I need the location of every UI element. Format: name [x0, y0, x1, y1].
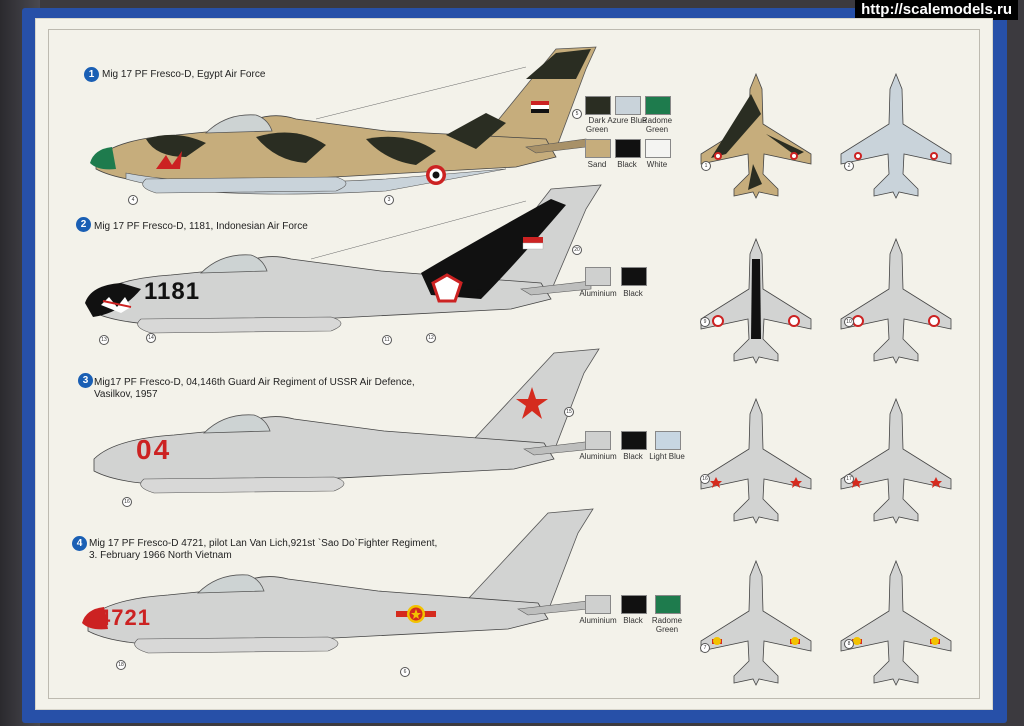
swatch-aluminium	[585, 267, 611, 286]
callout-marker: 13	[99, 335, 109, 345]
swatch-black	[621, 595, 647, 614]
swatch-label: Aluminium	[579, 452, 617, 461]
plan-views	[700, 73, 952, 686]
plan-bottom-indonesia	[840, 238, 952, 364]
swatch-black	[621, 267, 647, 286]
callout-marker: 20	[572, 245, 582, 255]
variant-1-title: Mig 17 PF Fresco-D, Egypt Air Force	[102, 69, 266, 80]
callout-marker: 18	[116, 660, 126, 670]
swatch-label: White	[646, 160, 668, 169]
swatch-black	[621, 431, 647, 450]
variant-4-number-badge: 4	[72, 536, 87, 551]
variant-2-side-number: 1181	[144, 278, 201, 305]
callout-marker: 14	[146, 333, 156, 343]
callout-marker: 16	[700, 474, 710, 484]
swatch-label: Black	[623, 616, 643, 625]
variant-2-title: Mig 17 PF Fresco-D, 1181, Indonesian Air…	[94, 221, 308, 232]
swatch-dark-green	[585, 96, 611, 115]
swatch-label: Black	[623, 452, 643, 461]
swatch-label: Black	[617, 160, 637, 169]
plan-top-ussr	[700, 398, 812, 524]
variant-4-side-number: 4721	[98, 605, 151, 630]
variant-4-side-profile	[82, 508, 594, 654]
callout-marker: 8	[844, 639, 854, 649]
swatch-label: Aluminium	[579, 289, 617, 298]
callout-marker: 2	[844, 161, 854, 171]
swatch-sand	[585, 139, 611, 158]
swatch-radome-green	[645, 96, 671, 115]
callout-marker: 7	[700, 643, 710, 653]
variant-3-side-number: 04	[136, 434, 172, 465]
swatch-label: Dark Green	[585, 116, 609, 134]
swatch-label: Aluminium	[579, 616, 617, 625]
callout-marker: 9	[700, 317, 710, 327]
swatch-label: Radome Green	[641, 116, 673, 134]
variant-3-number-badge: 3	[78, 373, 93, 388]
variant-2-tail-letter: F	[474, 285, 484, 302]
variant-4-title: Mig 17 PF Fresco-D 4721, pilot Lan Van L…	[89, 538, 438, 549]
plan-top-indonesia	[700, 238, 812, 364]
plan-top-egypt	[700, 73, 812, 199]
callout-marker: 16	[122, 497, 132, 507]
decal-instruction-sheet: 1 Mig 17 PF Fresco-D, Egypt Air Force Da…	[35, 18, 993, 710]
swatch-label: Radome Green	[651, 616, 683, 634]
swatch-light-blue	[655, 431, 681, 450]
callout-marker: 17	[844, 474, 854, 484]
callout-marker: 12	[426, 333, 436, 343]
callout-marker: 3	[384, 195, 394, 205]
callout-marker: 4	[128, 195, 138, 205]
variant-3-side-profile	[93, 348, 600, 494]
swatch-aluminium	[585, 595, 611, 614]
callout-marker: 10	[844, 317, 854, 327]
swatch-label: Black	[623, 289, 643, 298]
variant-1-number-badge: 1	[84, 67, 99, 82]
variant-3-title: Mig17 PF Fresco-D, 04,146th Guard Air Re…	[94, 377, 415, 388]
callout-marker: 5	[572, 109, 582, 119]
variant-2-side-profile	[85, 184, 602, 334]
swatch-label: Azure Blue	[607, 116, 647, 125]
swatch-azure-blue	[615, 96, 641, 115]
swatch-black	[615, 139, 641, 158]
callout-marker: 1	[701, 161, 711, 171]
swatch-aluminium	[585, 431, 611, 450]
callout-marker: 11	[382, 335, 392, 345]
variant-1-side-profile	[90, 46, 597, 195]
plan-bottom-ussr	[840, 398, 952, 524]
variant-4-subtitle: 3. February 1966 North Vietnam	[89, 550, 232, 561]
callout-marker: 15	[564, 407, 574, 417]
callout-marker: 6	[400, 667, 410, 677]
swatch-radome-green	[655, 595, 681, 614]
plan-top-vietnam	[700, 560, 812, 686]
swatch-label: Light Blue	[649, 452, 685, 461]
swatch-label: Sand	[587, 160, 607, 169]
sheet-frame	[48, 29, 980, 699]
variant-3-subtitle: Vasilkov, 1957	[94, 389, 158, 400]
swatch-white	[645, 139, 671, 158]
variant-2-number-badge: 2	[76, 217, 91, 232]
plan-bottom-egypt	[840, 73, 952, 199]
plan-bottom-vietnam	[840, 560, 952, 686]
watermark-url[interactable]: http://scalemodels.ru	[855, 0, 1018, 20]
